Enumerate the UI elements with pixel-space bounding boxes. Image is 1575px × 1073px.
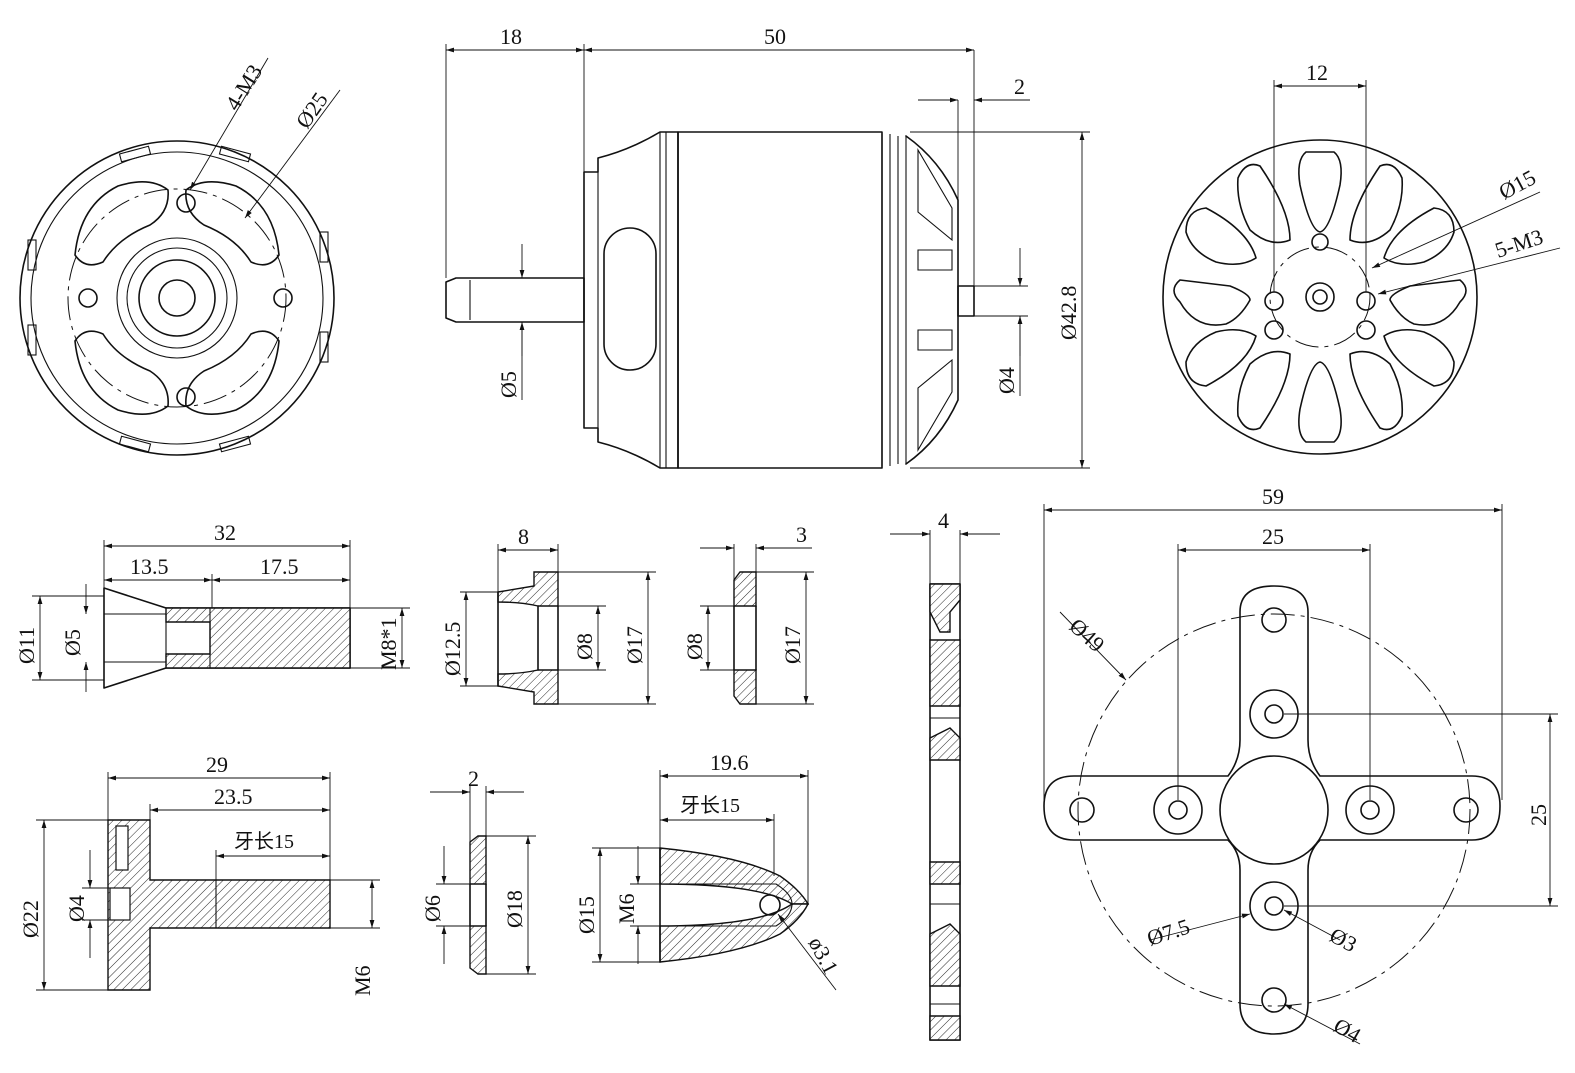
label-prop-bore: Ø4 [64, 895, 89, 922]
label-rear-spacing: 12 [1306, 60, 1328, 85]
label-washer1-bore: Ø8 [572, 633, 597, 660]
label-mount-small-hole: Ø3 [1326, 922, 1361, 957]
label-washer2-w: 3 [796, 522, 807, 547]
label-prop-thread-len: 牙长15 [234, 830, 294, 853]
prop-adapter-section: 29 23.5 牙长15 Ø22 Ø4 M6 [18, 752, 380, 996]
label-rear-holes: 5-M3 [1492, 224, 1546, 263]
plate-washer-section: 2 Ø6 Ø18 [420, 766, 536, 975]
label-nut-hole: ø3.1 [804, 933, 844, 979]
label-mount-center-hole: Ø7.5 [1144, 914, 1193, 951]
label-shaft-ext: 18 [500, 24, 522, 49]
adapter-section: 32 13.5 17.5 Ø11 Ø5 M8*1 [14, 520, 410, 692]
label-plate-bore: Ø6 [420, 895, 445, 922]
label-boss-dia: Ø4 [994, 367, 1019, 394]
label-shaft-dia: Ø5 [496, 371, 521, 398]
label-front-holes: 4-M3 [220, 60, 267, 115]
label-mount-circle: Ø49 [1065, 613, 1110, 657]
label-washer1-w: 8 [518, 524, 529, 549]
label-adapter-b: 17.5 [260, 554, 299, 579]
label-mount-spacing-h: 25 [1262, 524, 1284, 549]
label-plate-t: 2 [468, 766, 479, 791]
side-view: 18 50 2 Ø5 Ø4 Ø42.8 [445, 24, 1090, 469]
label-nut-thread-len: 牙长15 [680, 794, 740, 817]
label-washer2-bore: Ø8 [682, 633, 707, 660]
front-view: 4-M3 Ø25 [19, 57, 341, 456]
label-nut-od: Ø15 [574, 896, 599, 934]
spinner-nut-section: 19.6 牙长15 Ø15 M6 ø3.1 [574, 750, 844, 991]
label-mount-t: 4 [938, 508, 949, 533]
label-prop-len: 29 [206, 752, 228, 777]
washer-1-section: 8 Ø12.5 Ø8 Ø17 [440, 524, 656, 705]
x-mount-view: 59 25 25 Ø49 Ø7.5 Ø3 Ø4 [1043, 484, 1558, 1048]
label-body-dia: Ø42.8 [1056, 286, 1081, 340]
label-nut-len: 19.6 [710, 750, 749, 775]
label-prop-thread: M6 [350, 965, 375, 996]
label-washer2-od: Ø17 [780, 626, 805, 664]
label-washer1-od: Ø17 [622, 626, 647, 664]
label-rear-pcd: Ø15 [1495, 165, 1540, 205]
label-adapter-od: Ø11 [14, 627, 39, 664]
label-nut-thread: M6 [614, 893, 639, 924]
label-mount-outer-hole: Ø4 [1330, 1013, 1366, 1048]
label-mount-w: 59 [1262, 484, 1284, 509]
label-adapter-a: 13.5 [130, 554, 169, 579]
label-prop-b: 23.5 [214, 784, 253, 809]
label-plate-od: Ø18 [502, 890, 527, 928]
label-mount-spacing-v: 25 [1526, 804, 1551, 826]
washer-2-section: 3 Ø8 Ø17 [682, 522, 814, 705]
rear-view: 12 Ø15 5-M3 [1162, 60, 1561, 455]
label-prop-od: Ø22 [18, 900, 43, 938]
label-washer1-id: Ø12.5 [440, 622, 465, 676]
mount-side-section: 4 [890, 508, 1000, 1041]
label-flange-gap: 2 [1014, 74, 1025, 99]
label-front-pcd: Ø25 [291, 87, 333, 132]
label-adapter-bore: Ø5 [60, 629, 85, 656]
label-adapter-thread: M8*1 [376, 617, 401, 670]
label-body-len: 50 [764, 24, 786, 49]
label-adapter-len: 32 [214, 520, 236, 545]
